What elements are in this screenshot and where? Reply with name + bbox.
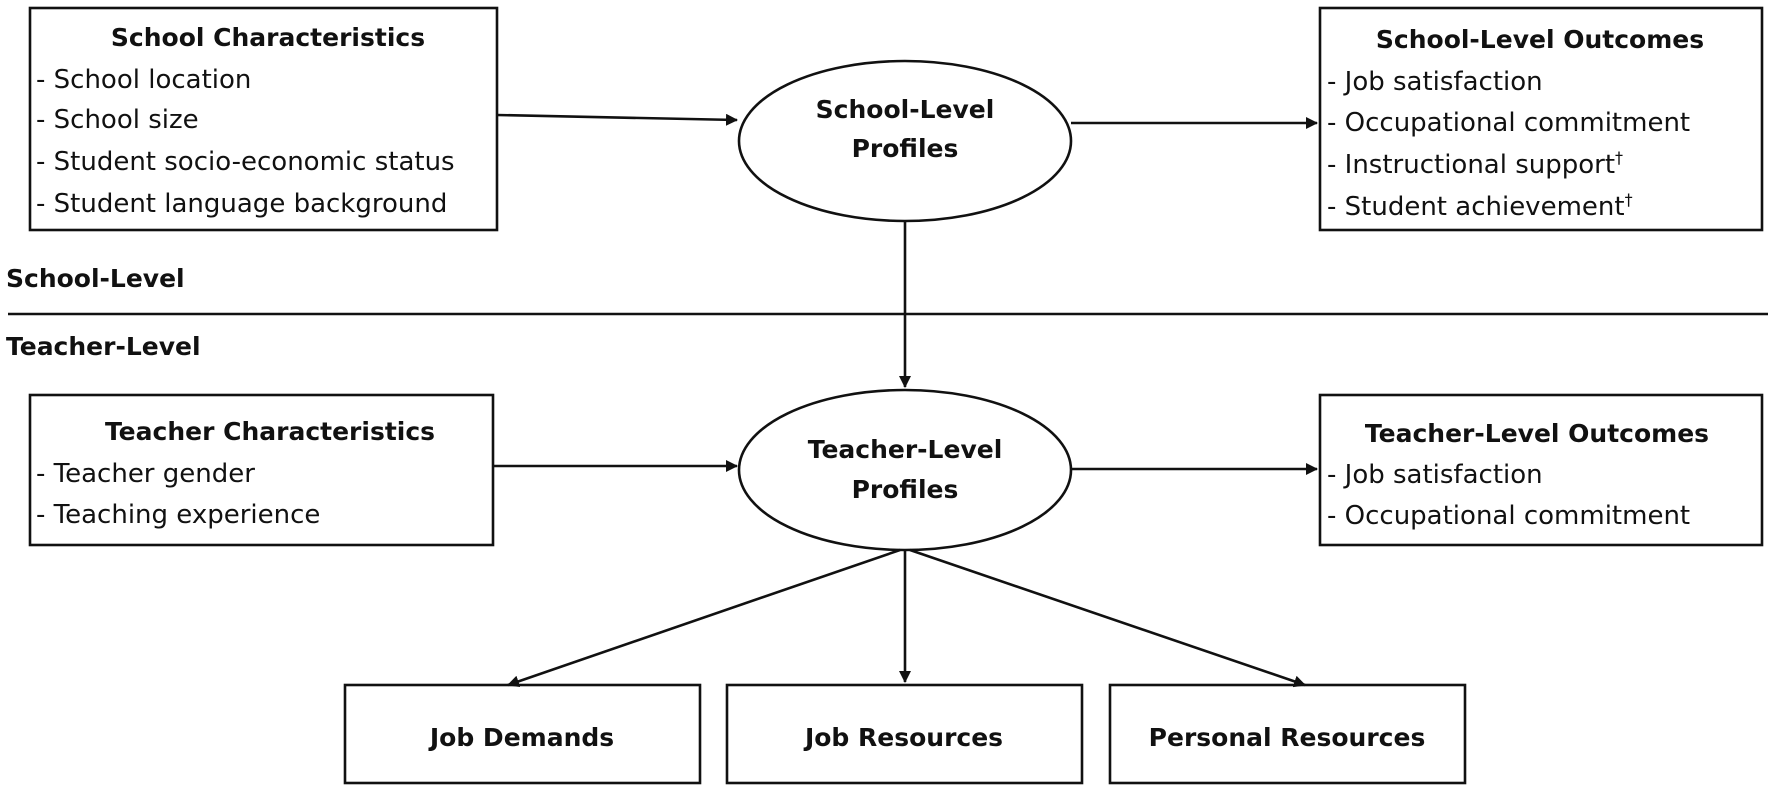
arrow-teacher-profiles-to-personal-resources xyxy=(909,548,1306,688)
school-level-outcomes-title: School-Level Outcomes xyxy=(1376,25,1704,54)
job-demands-box: Job Demands xyxy=(343,683,702,785)
job-resources-label: Job Resources xyxy=(803,723,1003,752)
school-level-outcomes-item-student-achievement-text: - Student achievement xyxy=(1327,192,1625,222)
job-resources-frame xyxy=(725,683,1084,785)
job-demands-frame xyxy=(343,683,702,785)
school-level-label: School-Level xyxy=(6,264,185,293)
school-level-outcomes-box: School-Level Outcomes - Job satisfaction… xyxy=(1318,6,1764,232)
school-level-outcomes-frame xyxy=(1318,6,1764,232)
teacher-level-profiles-line1: Teacher-Level xyxy=(808,435,1003,464)
teacher-level-profiles-line2: Profiles xyxy=(852,475,959,504)
job-resources-box: Job Resources xyxy=(725,683,1084,785)
school-characteristics-item-ses: - Student socio-economic status xyxy=(36,147,455,177)
teacher-characteristics-box: Teacher Characteristics - Teacher gender… xyxy=(28,393,495,547)
school-characteristics-item-language: - Student language background xyxy=(36,189,447,219)
school-characteristics-item-size: - School size xyxy=(36,105,199,135)
school-level-outcomes-item-student-achievement: - Student achievement† xyxy=(1327,190,1633,222)
teacher-characteristics-title: Teacher Characteristics xyxy=(105,417,435,446)
school-level-outcomes-item-job-satisfaction: - Job satisfaction xyxy=(1327,67,1543,97)
personal-resources-box: Personal Resources xyxy=(1108,683,1467,785)
school-characteristics-item-location: - School location xyxy=(36,65,251,95)
school-characteristics-box: School Characteristics - School location… xyxy=(28,6,499,232)
arrow-teacher-profiles-to-job-demands xyxy=(507,548,901,688)
school-characteristics-title: School Characteristics xyxy=(111,23,425,52)
school-level-outcomes-item-instructional-support: - Instructional support† xyxy=(1327,148,1623,180)
student-achievement-dagger: † xyxy=(1625,190,1633,209)
teacher-characteristics-item-gender: - Teacher gender xyxy=(36,459,255,489)
school-level-profiles-node: School-Level Profiles xyxy=(737,59,1073,223)
teacher-level-outcomes-item-job-satisfaction: - Job satisfaction xyxy=(1327,460,1543,490)
school-level-outcomes-item-instructional-support-text: - Instructional support xyxy=(1327,150,1615,180)
teacher-level-outcomes-item-occupational-commitment: - Occupational commitment xyxy=(1327,501,1690,531)
teacher-level-outcomes-title: Teacher-Level Outcomes xyxy=(1365,419,1709,448)
personal-resources-label: Personal Resources xyxy=(1149,723,1426,752)
school-level-outcomes-item-occupational-commitment: - Occupational commitment xyxy=(1327,108,1690,138)
instructional-support-dagger: † xyxy=(1615,148,1623,167)
teacher-characteristics-frame xyxy=(28,393,495,547)
teacher-level-outcomes-frame xyxy=(1318,393,1764,547)
teacher-level-label: Teacher-Level xyxy=(6,332,201,361)
arrow-school-characteristics-to-school-profiles xyxy=(496,113,738,126)
teacher-level-profiles-node: Teacher-Level Profiles xyxy=(737,388,1073,552)
teacher-level-profiles-ellipse xyxy=(737,388,1073,552)
school-characteristics-frame xyxy=(28,6,499,232)
teacher-level-outcomes-box: Teacher-Level Outcomes - Job satisfactio… xyxy=(1318,393,1764,547)
teacher-characteristics-item-experience: - Teaching experience xyxy=(36,500,320,530)
job-demands-label: Job Demands xyxy=(428,723,614,752)
school-level-profiles-line1: School-Level xyxy=(816,95,995,124)
personal-resources-frame xyxy=(1108,683,1467,785)
school-level-profiles-line2: Profiles xyxy=(852,134,959,163)
